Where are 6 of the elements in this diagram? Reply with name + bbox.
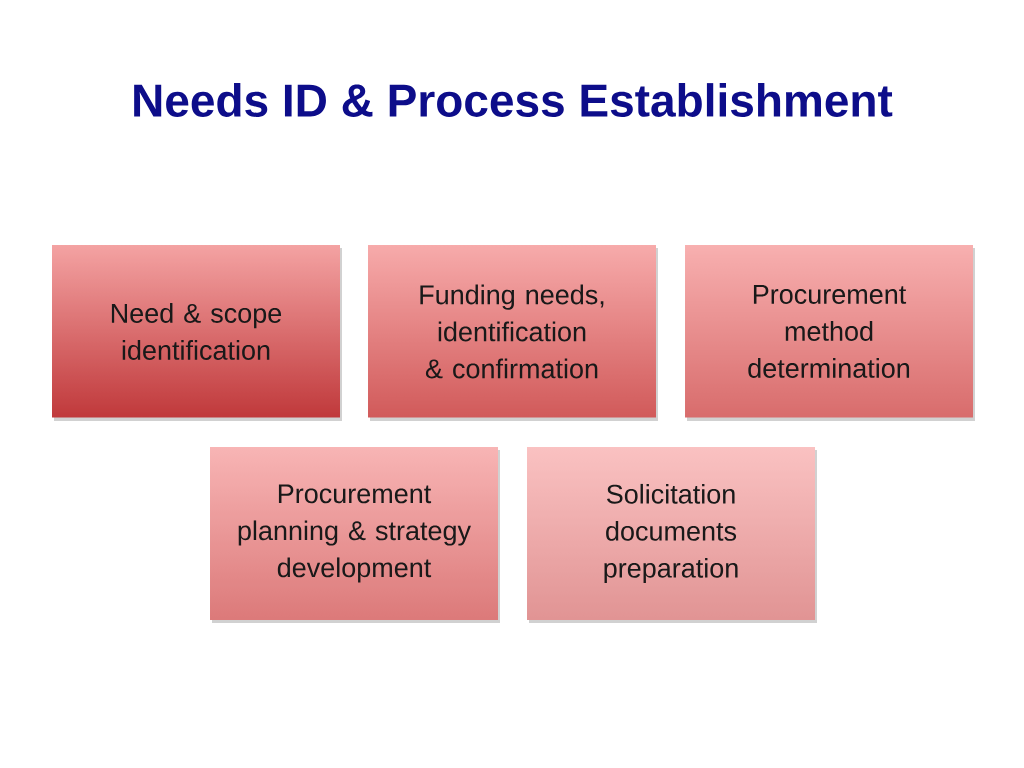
process-box: Procurement planning & strategy development [210, 447, 500, 623]
process-box: Procurement method determination [685, 245, 975, 421]
process-box: Funding needs, identification & confirmation [368, 245, 658, 421]
title: Needs ID & Process Establishment [134, 83, 893, 117]
process-box: Solicitation documents preparation [527, 447, 817, 623]
process-box: Need & scope identification [52, 245, 342, 421]
